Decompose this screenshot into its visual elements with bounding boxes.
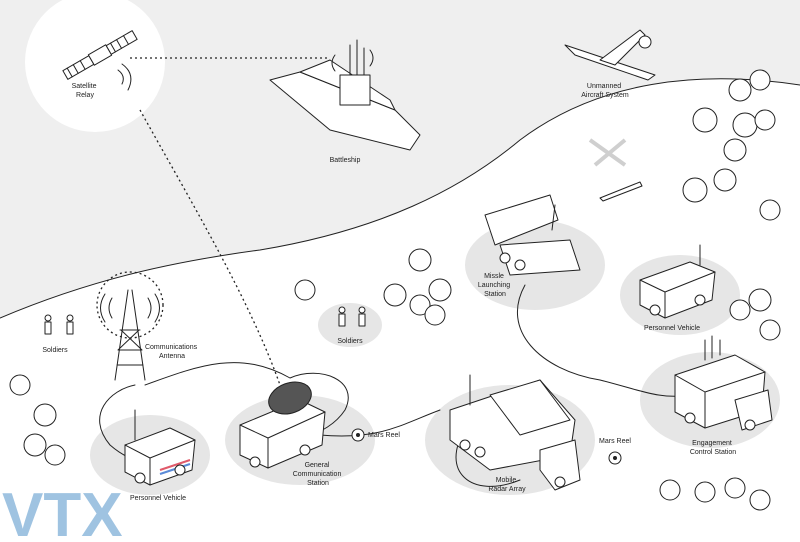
missile-icon bbox=[599, 181, 643, 202]
radar-label: Mobile Radar Array bbox=[488, 477, 526, 493]
personnel-vehicle-left-icon bbox=[124, 409, 196, 486]
satellite-signal-icon bbox=[117, 63, 132, 91]
general-comm-label: General Communication Station bbox=[293, 462, 344, 487]
mars-reel-1-label: Mars Reel bbox=[368, 432, 400, 439]
sea-area bbox=[0, 0, 800, 318]
comm-antenna-label: Communications Antenna bbox=[145, 344, 199, 360]
soldiers-mid-pad bbox=[318, 303, 382, 347]
satellite-icon bbox=[62, 30, 138, 80]
soldiers-mid-label: Soldiers bbox=[337, 338, 363, 345]
antenna-tower-icon bbox=[100, 289, 160, 381]
personnel-left-label: Personnel Vehicle bbox=[130, 495, 186, 502]
svg-text:VTX: VTX bbox=[2, 481, 123, 542]
cable-station-radar bbox=[319, 409, 441, 437]
satellite-station-link bbox=[139, 109, 281, 386]
vtx-logo: VTX bbox=[2, 481, 123, 542]
cable-missile-engagement bbox=[517, 284, 691, 397]
uas-label: Unmanned Aircraft System bbox=[581, 83, 629, 99]
mobile-radar-icon bbox=[449, 374, 581, 491]
missile-launcher-icon bbox=[484, 194, 581, 276]
uas-icon bbox=[564, 29, 656, 81]
satellite-label: Satellite Relay bbox=[72, 83, 99, 99]
tree-cluster bbox=[9, 69, 781, 511]
soldiers-left-icon bbox=[44, 314, 74, 335]
personnel-vehicle-right-icon bbox=[639, 244, 716, 319]
general-comm-station-icon bbox=[239, 381, 326, 469]
battleship-label: Battleship bbox=[330, 157, 361, 164]
battleship-icon bbox=[269, 39, 421, 151]
engagement-label: Engagement Control Station bbox=[690, 440, 736, 456]
uas-shadow bbox=[588, 138, 627, 167]
personnel-right-label: Personnel Vehicle bbox=[644, 325, 700, 332]
soldiers-left-label: Soldiers bbox=[42, 347, 68, 354]
engagement-station-icon bbox=[674, 335, 773, 431]
soldiers-mid-icon bbox=[338, 306, 366, 327]
missile-station-label: Missle Launching Station bbox=[478, 273, 512, 298]
cable-antenna-station bbox=[144, 362, 349, 436]
mars-reel-1-icon bbox=[351, 428, 365, 442]
antenna-range-circle bbox=[96, 271, 164, 339]
mars-reel-2-label: Mars Reel bbox=[599, 438, 631, 445]
mars-reel-2-icon bbox=[608, 451, 622, 465]
